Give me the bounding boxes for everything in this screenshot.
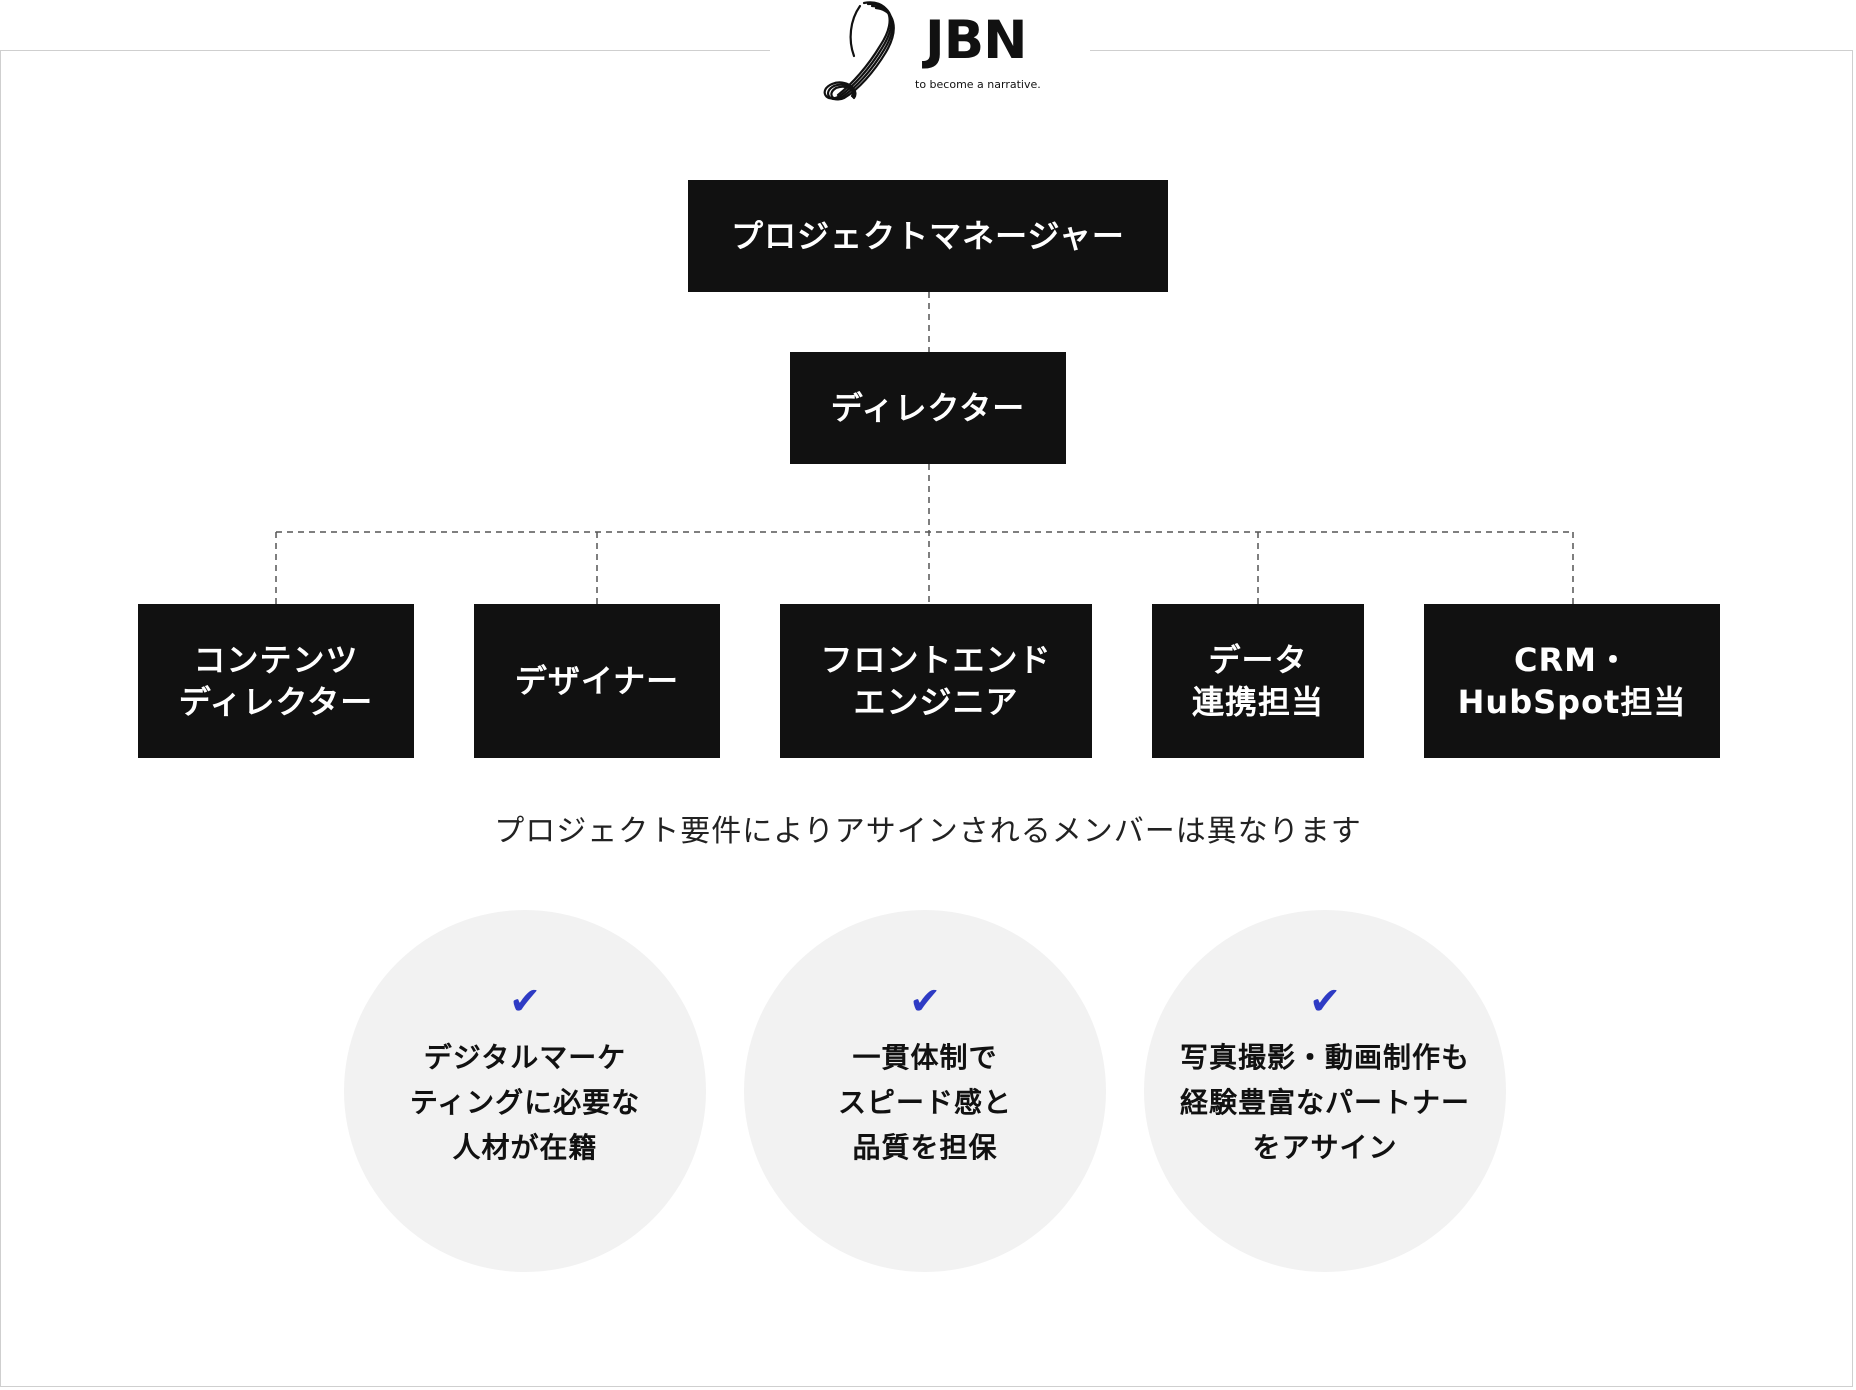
member-label: フロントエンド エンジニア [820, 641, 1052, 721]
assignment-note: プロジェクト要件によりアサインされるメンバーは異なります [494, 814, 1362, 849]
feature-circle-talent: ✔ デジタルマーケ ティングに必要な 人材が在籍 [344, 910, 706, 1272]
logo: JBN to become a narrative. [770, 0, 1090, 104]
logo-wordmark: JBN [925, 10, 1027, 71]
feature-text: 写真撮影・動画制作も 経験豊富なパートナー をアサイン [1179, 1041, 1470, 1164]
check-icon: ✔ [1309, 979, 1341, 1023]
check-icon: ✔ [909, 979, 941, 1023]
director-label: ディレクター [830, 389, 1026, 427]
member-label: CRM・ HubSpot担当 [1457, 641, 1687, 721]
jbn-loop-icon [823, 1, 895, 101]
member-box-data-integration: データ 連携担当 [1152, 604, 1364, 758]
feature-text: 一貫体制で スピード感と 品質を担保 [837, 1041, 1012, 1164]
member-box-designer: デザイナー [474, 604, 720, 758]
member-box-frontend-engineer: フロントエンド エンジニア [780, 604, 1092, 758]
check-icon: ✔ [509, 979, 541, 1023]
director-box: ディレクター [790, 352, 1066, 464]
feature-text: デジタルマーケ ティングに必要な 人材が在籍 [409, 1041, 641, 1164]
member-label: コンテンツ ディレクター [178, 641, 374, 721]
feature-circle-partners: ✔ 写真撮影・動画制作も 経験豊富なパートナー をアサイン [1144, 910, 1506, 1272]
member-label: デザイナー [514, 662, 680, 700]
project-manager-box: プロジェクトマネージャー [688, 180, 1168, 292]
member-box-content-director: コンテンツ ディレクター [138, 604, 414, 758]
logo-tagline: to become a narrative. [915, 78, 1041, 91]
project-manager-label: プロジェクトマネージャー [731, 217, 1125, 255]
member-label: データ 連携担当 [1191, 641, 1324, 721]
member-box-crm-hubspot: CRM・ HubSpot担当 [1424, 604, 1720, 758]
org-connectors [275, 292, 1574, 604]
feature-circle-integrated: ✔ 一貫体制で スピード感と 品質を担保 [744, 910, 1106, 1272]
